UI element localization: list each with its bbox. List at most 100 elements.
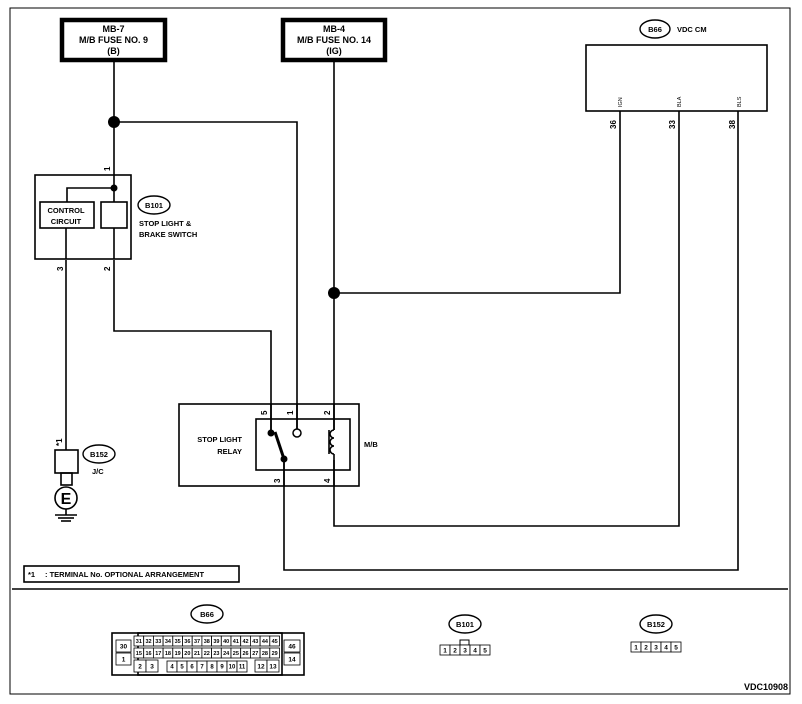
b66-pin: 4 xyxy=(170,665,174,671)
b66-pin: 34 xyxy=(165,639,172,645)
b152-pin: 1 xyxy=(634,644,638,651)
b66-pin: 10 xyxy=(229,665,236,671)
relay-location: M/B xyxy=(364,440,378,449)
joint-connector-b152: *1 B152 J/C E xyxy=(54,438,116,522)
b66-pin: 9 xyxy=(220,665,224,671)
switch-code: B101 xyxy=(145,201,163,210)
switch-name-line2: BRAKE SWITCH xyxy=(139,230,197,239)
b66-pin: 22 xyxy=(204,651,210,657)
b66-pin-cell xyxy=(115,639,132,653)
vdc-pin-33: 33 xyxy=(668,120,677,129)
b66-pin: 19 xyxy=(175,651,181,657)
b66-pin: 39 xyxy=(213,639,219,645)
b66-pin: 36 xyxy=(184,639,190,645)
b101-pin: 2 xyxy=(453,647,457,654)
jc-name: J/C xyxy=(92,467,104,476)
b66-pin: 41 xyxy=(233,639,239,645)
b66-pin: 15 xyxy=(136,651,142,657)
relay-pin-2: 2 xyxy=(323,410,332,415)
relay-pin-4: 4 xyxy=(323,478,332,483)
b66-pin: 12 xyxy=(257,663,265,670)
b66-pin-cell xyxy=(283,639,301,653)
b66-pin: 8 xyxy=(210,665,214,671)
b66-pin: 24 xyxy=(223,651,230,657)
switch-pin-3: 3 xyxy=(56,266,65,271)
b66-pin-cell xyxy=(266,659,280,673)
b101-pin: 5 xyxy=(483,647,487,654)
b66-pin: 30 xyxy=(120,643,128,650)
switch-name-line1: STOP LIGHT & xyxy=(139,219,192,228)
b101-code: B101 xyxy=(456,620,474,629)
jc-code: B152 xyxy=(90,450,108,459)
vdc-control-module: B66 VDC CM IGN BLA BLS 36 33 38 xyxy=(585,19,768,129)
b66-pin: 21 xyxy=(194,651,200,657)
vdc-pin-label-bls: BLS xyxy=(737,96,743,107)
jc-mark: *1 xyxy=(55,438,64,446)
note-text: : TERMINAL No. OPTIONAL ARRANGEMENT xyxy=(45,570,204,579)
b66-code: B66 xyxy=(200,610,214,619)
relay-pin-3: 3 xyxy=(273,478,282,483)
b66-pin: 11 xyxy=(239,665,246,671)
b101-pin: 3 xyxy=(463,647,467,654)
junction-dot-fuse4 xyxy=(328,287,340,299)
b66-pin: 44 xyxy=(262,639,269,645)
b152-pin: 5 xyxy=(674,644,678,651)
b152-pin: 4 xyxy=(664,644,668,651)
b66-pin: 13 xyxy=(269,663,277,670)
ground-letter: E xyxy=(61,491,72,508)
fuse-mb7: MB-7 M/B FUSE NO. 9 (B) xyxy=(59,17,168,63)
b66-pin: 35 xyxy=(175,639,181,645)
b66-pin: 23 xyxy=(213,651,219,657)
control-circuit-line1: CONTROL xyxy=(47,206,84,215)
b66-pin: 6 xyxy=(190,665,194,671)
b66-pin: 17 xyxy=(155,651,161,657)
b66-pin: 20 xyxy=(184,651,190,657)
fuse-mb7-line2: M/B FUSE NO. 9 xyxy=(79,35,148,45)
b66-pin: 5 xyxy=(180,665,184,671)
b66-pin: 32 xyxy=(145,639,151,645)
b101-pin: 1 xyxy=(443,647,447,654)
vdc-pin-38: 38 xyxy=(728,120,737,129)
b66-pin-cell xyxy=(269,647,280,659)
b66-pin: 1 xyxy=(122,656,126,663)
b66-pin: 38 xyxy=(204,639,210,645)
b66-pin: 2 xyxy=(138,663,142,670)
b101-pin: 4 xyxy=(473,647,477,654)
relay-pin-1: 1 xyxy=(286,410,295,415)
b66-pin-cell xyxy=(145,659,159,673)
fuse-mb4: MB-4 M/B FUSE NO. 14 (IG) xyxy=(280,17,388,63)
switch-pin-1: 1 xyxy=(103,166,112,171)
fuse-mb7-line3: (B) xyxy=(107,46,120,56)
junction-dot-fuse7 xyxy=(108,116,120,128)
b66-pin: 16 xyxy=(145,651,151,657)
b66-pin-cell xyxy=(115,652,132,666)
stop-light-brake-switch: CONTROL CIRCUIT 1 2 3 B101 STOP LIGHT & … xyxy=(34,166,197,271)
b66-pin: 27 xyxy=(252,651,258,657)
vdc-pin-label-bla: BLA xyxy=(677,96,683,107)
b66-pin: 28 xyxy=(262,651,268,657)
b66-pin-cell xyxy=(283,652,301,666)
b66-pin: 40 xyxy=(223,639,229,645)
wires xyxy=(65,60,739,571)
terminal-note: *1 : TERMINAL No. OPTIONAL ARRANGEMENT xyxy=(23,565,240,583)
b66-pin: 33 xyxy=(155,639,161,645)
relay-name-line1: STOP LIGHT xyxy=(197,435,242,444)
relay-name-line2: RELAY xyxy=(217,447,242,456)
b101-pin-cell xyxy=(479,644,491,656)
vdc-pin-label-ign: IGN xyxy=(618,97,624,107)
fuse-mb4-line2: M/B FUSE NO. 14 xyxy=(297,35,371,45)
note-mark: *1 xyxy=(28,570,35,579)
b152-code: B152 xyxy=(647,620,665,629)
fuse-mb7-line1: MB-7 xyxy=(103,24,125,34)
b66-pin-cell xyxy=(269,635,280,647)
relay-pin-5: 5 xyxy=(260,410,269,415)
fuse-mb4-line3: (IG) xyxy=(326,46,342,56)
b66-pin: 25 xyxy=(233,651,239,657)
b66-pin: 3 xyxy=(150,663,154,670)
control-circuit-line2: CIRCUIT xyxy=(51,217,82,226)
